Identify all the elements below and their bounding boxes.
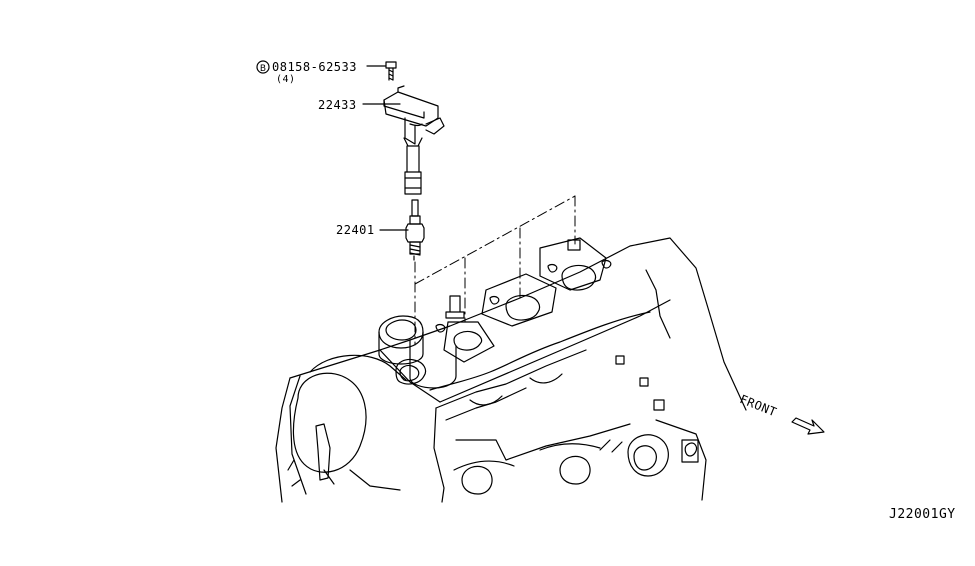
front-arrow-icon bbox=[791, 417, 825, 435]
bolt-b-symbol: B bbox=[260, 64, 266, 74]
spark-plug-part bbox=[379, 199, 425, 261]
bolt-quantity-label: (4) bbox=[276, 74, 296, 85]
alignment-lines bbox=[414, 195, 576, 346]
ignition-coil-part bbox=[362, 85, 445, 195]
ignition-coil-part-number-label: 22433 bbox=[318, 98, 357, 112]
diagram-code-label: J22001GY bbox=[889, 507, 956, 522]
bolt-part-number-label: 08158-62533 bbox=[272, 60, 357, 74]
bolt-b-icon bbox=[256, 60, 270, 74]
spark-plug-part-number-label: 22401 bbox=[336, 223, 375, 237]
bolt-part bbox=[366, 61, 397, 81]
engine-block bbox=[275, 237, 747, 503]
